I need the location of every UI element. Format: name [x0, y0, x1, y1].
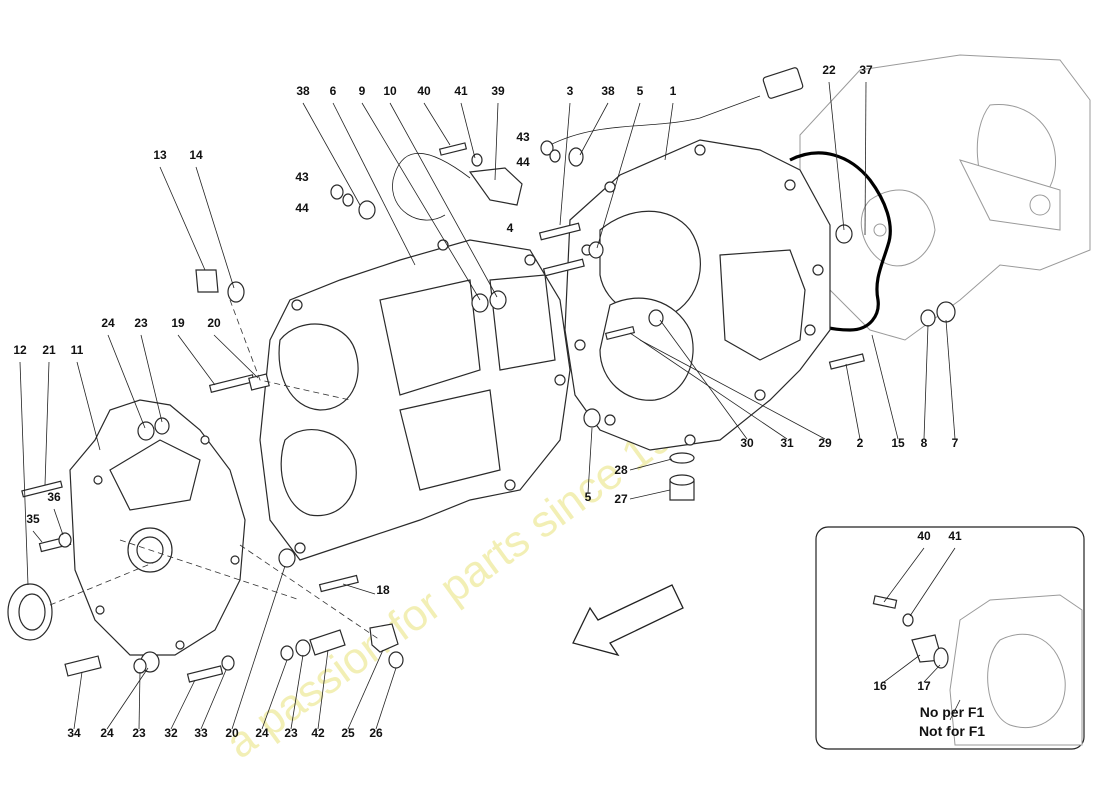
- callout-38: 38: [296, 84, 310, 98]
- rear-gearbox-housing: [799, 54, 1091, 341]
- callout-1: 1: [670, 84, 677, 98]
- callout-15: 15: [891, 436, 905, 450]
- callout-16: 16: [873, 679, 887, 693]
- sensor-39-with-cable: [392, 67, 804, 221]
- callout-labels: 38 6 9 10 40 41 39 3 38 5 1 22 37 43 44 …: [13, 63, 962, 740]
- callout-43: 43: [516, 130, 530, 144]
- callout-38b: 38: [601, 84, 615, 98]
- gearbox-casing-1: [564, 139, 831, 451]
- callout-24: 24: [101, 316, 115, 330]
- callout-10: 10: [383, 84, 397, 98]
- callout-23: 23: [134, 316, 148, 330]
- callout-20: 20: [207, 316, 221, 330]
- callout-30: 30: [740, 436, 754, 450]
- callout-28: 28: [614, 463, 628, 477]
- callout-12: 12: [13, 343, 27, 357]
- callout-inset-41: 41: [948, 529, 962, 543]
- inset-not-for-f1: [815, 526, 1085, 750]
- callout-20b: 20: [225, 726, 239, 740]
- callout-25: 25: [341, 726, 355, 740]
- callout-23b: 23: [132, 726, 146, 740]
- inset-note-english: Not for F1: [919, 723, 985, 739]
- callout-11: 11: [71, 343, 84, 357]
- callout-5: 5: [637, 84, 644, 98]
- callout-40: 40: [417, 84, 431, 98]
- callout-43b: 43: [295, 170, 309, 184]
- gasket-15: [789, 151, 892, 332]
- callout-5b: 5: [585, 490, 592, 504]
- callout-42: 42: [311, 726, 325, 740]
- callout-37: 37: [859, 63, 873, 77]
- callout-23c: 23: [284, 726, 298, 740]
- callout-31: 31: [780, 436, 794, 450]
- assembly-lines: [49, 299, 381, 641]
- callout-44: 44: [516, 155, 530, 169]
- front-cover-11: [69, 399, 246, 656]
- callout-8: 8: [921, 436, 928, 450]
- leader-lines: [19, 81, 956, 730]
- callout-4: 4: [507, 221, 514, 235]
- callout-2: 2: [857, 436, 864, 450]
- callout-9: 9: [359, 84, 366, 98]
- callout-27: 27: [614, 492, 628, 506]
- callout-inset-40: 40: [917, 529, 931, 543]
- callout-21: 21: [42, 343, 56, 357]
- callout-39: 39: [491, 84, 505, 98]
- callout-29: 29: [818, 436, 832, 450]
- callout-26: 26: [369, 726, 383, 740]
- callout-13: 13: [153, 148, 167, 162]
- callout-14: 14: [189, 148, 203, 162]
- callout-34: 34: [67, 726, 81, 740]
- fasteners: [21, 140, 956, 683]
- seal-12: [7, 583, 53, 641]
- callout-41: 41: [454, 84, 468, 98]
- callout-24c: 24: [255, 726, 269, 740]
- direction-arrow: [572, 584, 684, 657]
- intermediate-casing-6: [259, 239, 571, 561]
- callout-36: 36: [47, 490, 61, 504]
- callout-32: 32: [164, 726, 178, 740]
- drain-plug-27: [669, 452, 695, 501]
- callout-24b: 24: [100, 726, 114, 740]
- callout-7: 7: [952, 436, 959, 450]
- callout-3: 3: [567, 84, 574, 98]
- callout-33: 33: [194, 726, 208, 740]
- callout-6: 6: [330, 84, 337, 98]
- callout-44b: 44: [295, 201, 309, 215]
- inset-note-italian: No per F1: [920, 704, 985, 720]
- callout-35: 35: [26, 512, 40, 526]
- callout-22: 22: [822, 63, 836, 77]
- callout-19: 19: [171, 316, 185, 330]
- callout-18: 18: [376, 583, 390, 597]
- callout-17: 17: [917, 679, 931, 693]
